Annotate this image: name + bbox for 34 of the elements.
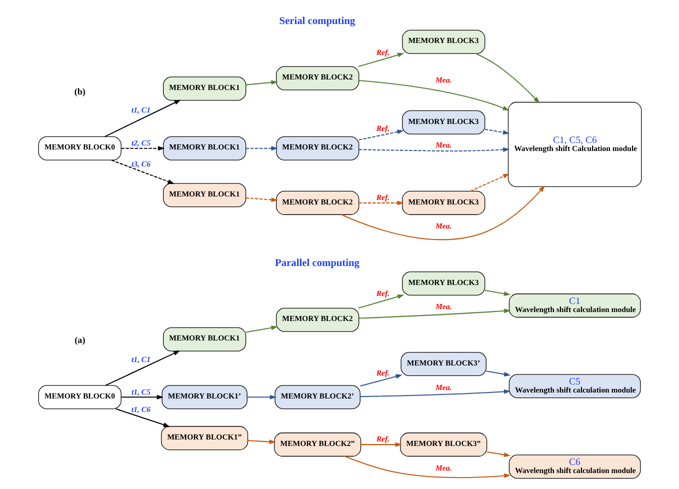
arrow	[115, 408, 170, 427]
arrow	[245, 146, 278, 151]
arrow	[358, 130, 404, 140]
arrow	[484, 290, 510, 296]
arrow	[358, 308, 510, 319]
arrow	[486, 370, 510, 376]
arrow	[358, 80, 509, 110]
arrow	[486, 451, 510, 458]
arrow	[484, 128, 510, 135]
arrow	[120, 146, 164, 151]
arrow	[247, 439, 276, 444]
arrow	[358, 200, 404, 206]
label: Parallel computing	[274, 258, 359, 269]
arrow	[110, 160, 174, 184]
arrow	[245, 80, 278, 86]
label: (b)	[74, 86, 85, 96]
arrow	[104, 350, 180, 386]
arrow	[474, 53, 540, 104]
arrow	[358, 52, 404, 67]
arrow	[360, 442, 402, 447]
arrow	[344, 456, 510, 478]
label: (a)	[74, 335, 85, 346]
arrow	[246, 394, 276, 400]
arrow	[340, 186, 544, 240]
label: Serial computing	[278, 16, 355, 28]
arrow	[245, 197, 278, 202]
arrow	[358, 294, 404, 309]
arrow	[358, 147, 510, 152]
arrow	[360, 374, 402, 386]
arrow	[360, 389, 510, 398]
arrow	[120, 394, 164, 400]
arrow	[470, 174, 510, 192]
arrow	[104, 100, 180, 138]
arrow	[245, 326, 278, 333]
